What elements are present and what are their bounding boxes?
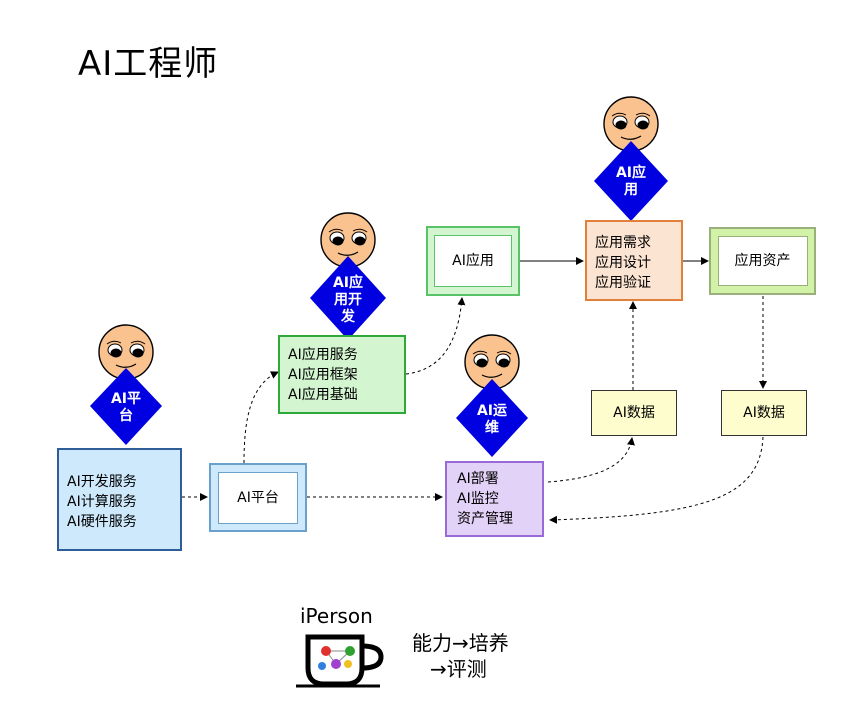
role-line: AI应 bbox=[332, 274, 364, 291]
app-service-item: AI应用服务 bbox=[288, 347, 358, 363]
brand-tagline: 能力→培养 →评测 bbox=[412, 630, 509, 682]
arrow-appservices-to-aiapp bbox=[405, 297, 466, 375]
app-role-diamond bbox=[594, 141, 668, 221]
ai-data-box-1: AI数据 bbox=[591, 390, 677, 436]
ai-data-label: AI数据 bbox=[743, 405, 785, 421]
ai-app-box: AI应用 bbox=[426, 226, 520, 296]
ops-task-item: AI监控 bbox=[457, 491, 499, 507]
platform-services-box: AI开发服务 AI计算服务 AI硬件服务 bbox=[57, 448, 182, 551]
role-line: AI平 bbox=[110, 391, 142, 407]
page-title: AI工程师 bbox=[78, 44, 219, 84]
ops-tasks-box: AI部署 AI监控 资产管理 bbox=[445, 461, 544, 537]
app-task-item: 应用验证 bbox=[595, 275, 651, 291]
app-service-item: AI应用基础 bbox=[288, 387, 358, 403]
tagline-line-2: →评测 bbox=[430, 657, 487, 681]
ai-data-box-2: AI数据 bbox=[721, 390, 807, 436]
app-task-item: 应用设计 bbox=[595, 255, 651, 271]
app-assets-label: 应用资产 bbox=[717, 236, 808, 286]
ai-platform-label: AI平台 bbox=[218, 471, 298, 524]
ai-app-label: AI应用 bbox=[434, 235, 512, 287]
app-service-item: AI应用框架 bbox=[288, 367, 358, 383]
arrow-data-to-ops bbox=[549, 436, 764, 524]
role-line: 用开 bbox=[333, 291, 362, 308]
ops-role-diamond bbox=[456, 379, 528, 457]
platform-role-diamond bbox=[90, 368, 162, 445]
platform-service-item: AI开发服务 bbox=[67, 474, 137, 490]
brand-name: iPerson bbox=[300, 604, 373, 628]
tagline-line-1: 能力→培养 bbox=[412, 631, 509, 655]
dev-role-label: AI应用开发 bbox=[318, 272, 378, 328]
role-line: 用 bbox=[623, 182, 638, 198]
ops-task-item: AI部署 bbox=[457, 471, 499, 487]
platform-service-item: AI硬件服务 bbox=[67, 514, 137, 530]
ops-role-label: AI运维 bbox=[462, 400, 522, 440]
ai-platform-box: AI平台 bbox=[209, 463, 307, 532]
app-task-item: 应用需求 bbox=[595, 235, 651, 251]
role-line: 维 bbox=[484, 420, 499, 436]
arrow-platform-to-appservices bbox=[243, 371, 279, 464]
role-line: 发 bbox=[340, 308, 355, 325]
ops-task-item: 资产管理 bbox=[457, 511, 513, 527]
platform-role-label: AI平台 bbox=[96, 386, 156, 430]
dev-role-diamond bbox=[310, 256, 386, 340]
app-role-label: AI应用 bbox=[601, 162, 661, 202]
role-line: AI运 bbox=[476, 403, 508, 419]
app-services-box: AI应用服务 AI应用框架 AI应用基础 bbox=[278, 335, 406, 414]
app-tasks-box: 应用需求 应用设计 应用验证 bbox=[585, 220, 683, 301]
platform-service-item: AI计算服务 bbox=[67, 494, 137, 510]
role-line: 台 bbox=[118, 408, 133, 424]
iperson-cup-logo-icon bbox=[296, 634, 384, 688]
arrow-ops-to-data bbox=[547, 437, 635, 483]
app-assets-box: 应用资产 bbox=[709, 227, 816, 295]
ai-data-label: AI数据 bbox=[613, 405, 655, 421]
role-line: AI应 bbox=[615, 165, 647, 181]
